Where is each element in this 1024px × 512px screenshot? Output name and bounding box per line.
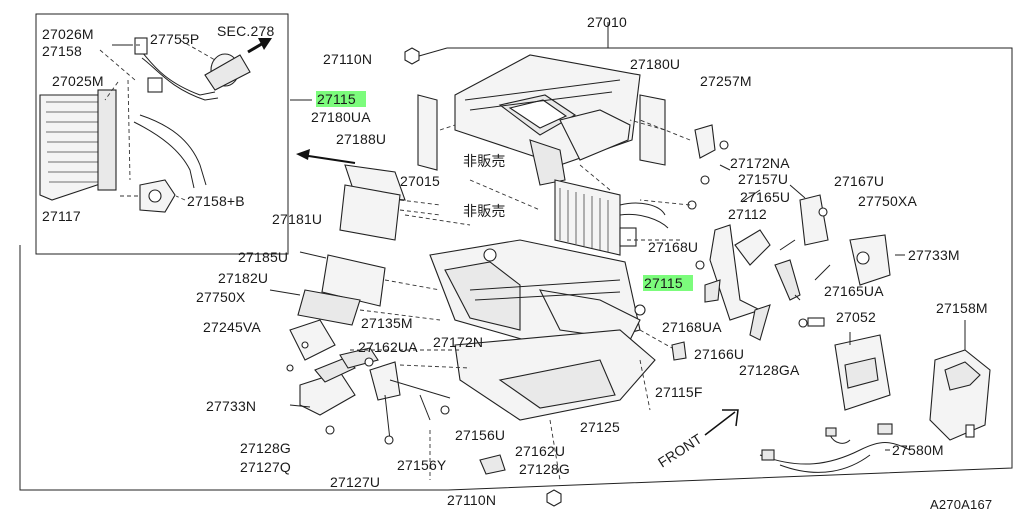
highlight-27115-b bbox=[643, 275, 693, 291]
label-27117[interactable]: 27117 bbox=[42, 208, 81, 224]
harness-27580m bbox=[759, 423, 911, 473]
lower-left-actuator bbox=[286, 319, 506, 475]
label-27172na[interactable]: 27172NA bbox=[730, 155, 790, 171]
lower-case bbox=[429, 239, 656, 421]
label-27015[interactable]: 27015 bbox=[400, 173, 440, 189]
heater-core-27115 bbox=[554, 179, 669, 256]
bracket-27257m bbox=[639, 119, 729, 159]
diagram-reference-code: A270A167 bbox=[930, 497, 992, 512]
label-27115f[interactable]: 27115F bbox=[655, 384, 703, 400]
heater-core-inset bbox=[39, 37, 272, 213]
label-27128g-bottom[interactable]: 27128G bbox=[519, 461, 570, 477]
nuts-27110n bbox=[404, 47, 562, 507]
cover-27158m bbox=[929, 320, 991, 441]
label-27128g-left[interactable]: 27128G bbox=[240, 440, 291, 456]
label-27156u[interactable]: 27156U bbox=[455, 427, 505, 443]
label-hihanbai-2[interactable]: 非販売 bbox=[463, 203, 506, 219]
label-27162ua[interactable]: 27162UA bbox=[358, 339, 418, 355]
filter-27188u bbox=[339, 164, 441, 241]
label-27112[interactable]: 27112 bbox=[728, 206, 767, 222]
label-27156y[interactable]: 27156Y bbox=[397, 457, 447, 473]
label-27110n-top[interactable]: 27110N bbox=[323, 51, 372, 67]
label-27010[interactable]: 27010 bbox=[587, 14, 627, 30]
label-27168u[interactable]: 27168U bbox=[648, 239, 698, 255]
label-27245va[interactable]: 27245VA bbox=[203, 319, 261, 335]
label-27733n[interactable]: 27733N bbox=[206, 398, 256, 414]
label-27135m[interactable]: 27135M bbox=[361, 315, 413, 331]
front-arrow bbox=[704, 409, 739, 436]
label-27025m[interactable]: 27025M bbox=[52, 73, 104, 89]
filters bbox=[417, 94, 666, 171]
label-27157u[interactable]: 27157U bbox=[738, 171, 788, 187]
label-27257m[interactable]: 27257M bbox=[700, 73, 752, 89]
label-front: FRONT bbox=[655, 430, 705, 470]
label-27165ua[interactable]: 27165UA bbox=[824, 283, 884, 299]
label-27110n-bottom[interactable]: 27110N bbox=[447, 492, 496, 508]
label-27165u[interactable]: 27165U bbox=[740, 189, 790, 205]
label-27162u[interactable]: 27162U bbox=[515, 443, 565, 459]
label-27180ua[interactable]: 27180UA bbox=[311, 109, 371, 125]
highlight-27115-a bbox=[316, 91, 366, 107]
label-27188u[interactable]: 27188U bbox=[336, 131, 386, 147]
label-27127u[interactable]: 27127U bbox=[330, 474, 380, 490]
part-labels: 27010 27110N 27026M 27158 27755P SEC.278… bbox=[42, 14, 992, 512]
arrow-to-core bbox=[296, 149, 356, 164]
label-27128ga[interactable]: 27128GA bbox=[739, 362, 800, 378]
label-27158b[interactable]: 27158+B bbox=[187, 193, 245, 209]
label-27166u[interactable]: 27166U bbox=[694, 346, 744, 362]
label-27185u[interactable]: 27185U bbox=[238, 249, 288, 265]
left-parts-stack bbox=[269, 251, 441, 326]
label-27026m[interactable]: 27026M bbox=[42, 26, 94, 42]
label-hihanbai-1[interactable]: 非販売 bbox=[463, 153, 506, 169]
label-27181u[interactable]: 27181U bbox=[272, 211, 322, 227]
label-27172n[interactable]: 27172N bbox=[433, 334, 483, 350]
amplifier-27052 bbox=[834, 332, 891, 411]
label-27733m[interactable]: 27733M bbox=[908, 247, 960, 263]
label-27182u[interactable]: 27182U bbox=[218, 270, 268, 286]
label-27167u[interactable]: 27167U bbox=[834, 173, 884, 189]
label-27158[interactable]: 27158 bbox=[42, 43, 82, 59]
label-27115-a[interactable]: 27115 bbox=[317, 91, 356, 107]
label-27127q[interactable]: 27127Q bbox=[240, 459, 291, 475]
label-27750x[interactable]: 27750X bbox=[196, 289, 246, 305]
label-27125[interactable]: 27125 bbox=[580, 419, 620, 435]
label-27168ua[interactable]: 27168UA bbox=[662, 319, 722, 335]
label-27580m[interactable]: 27580M bbox=[892, 442, 944, 458]
heater-core-fins bbox=[46, 101, 110, 183]
right-linkages bbox=[625, 164, 905, 361]
label-27158m[interactable]: 27158M bbox=[936, 300, 988, 316]
label-sec278[interactable]: SEC.278 bbox=[217, 23, 274, 39]
label-27180u[interactable]: 27180U bbox=[630, 56, 680, 72]
label-27755p[interactable]: 27755P bbox=[150, 31, 199, 47]
upper-case bbox=[454, 54, 641, 186]
label-27750xa[interactable]: 27750XA bbox=[858, 193, 917, 209]
assembly-guides bbox=[404, 164, 651, 481]
label-27115-b[interactable]: 27115 bbox=[644, 275, 683, 291]
label-27052[interactable]: 27052 bbox=[836, 309, 876, 325]
